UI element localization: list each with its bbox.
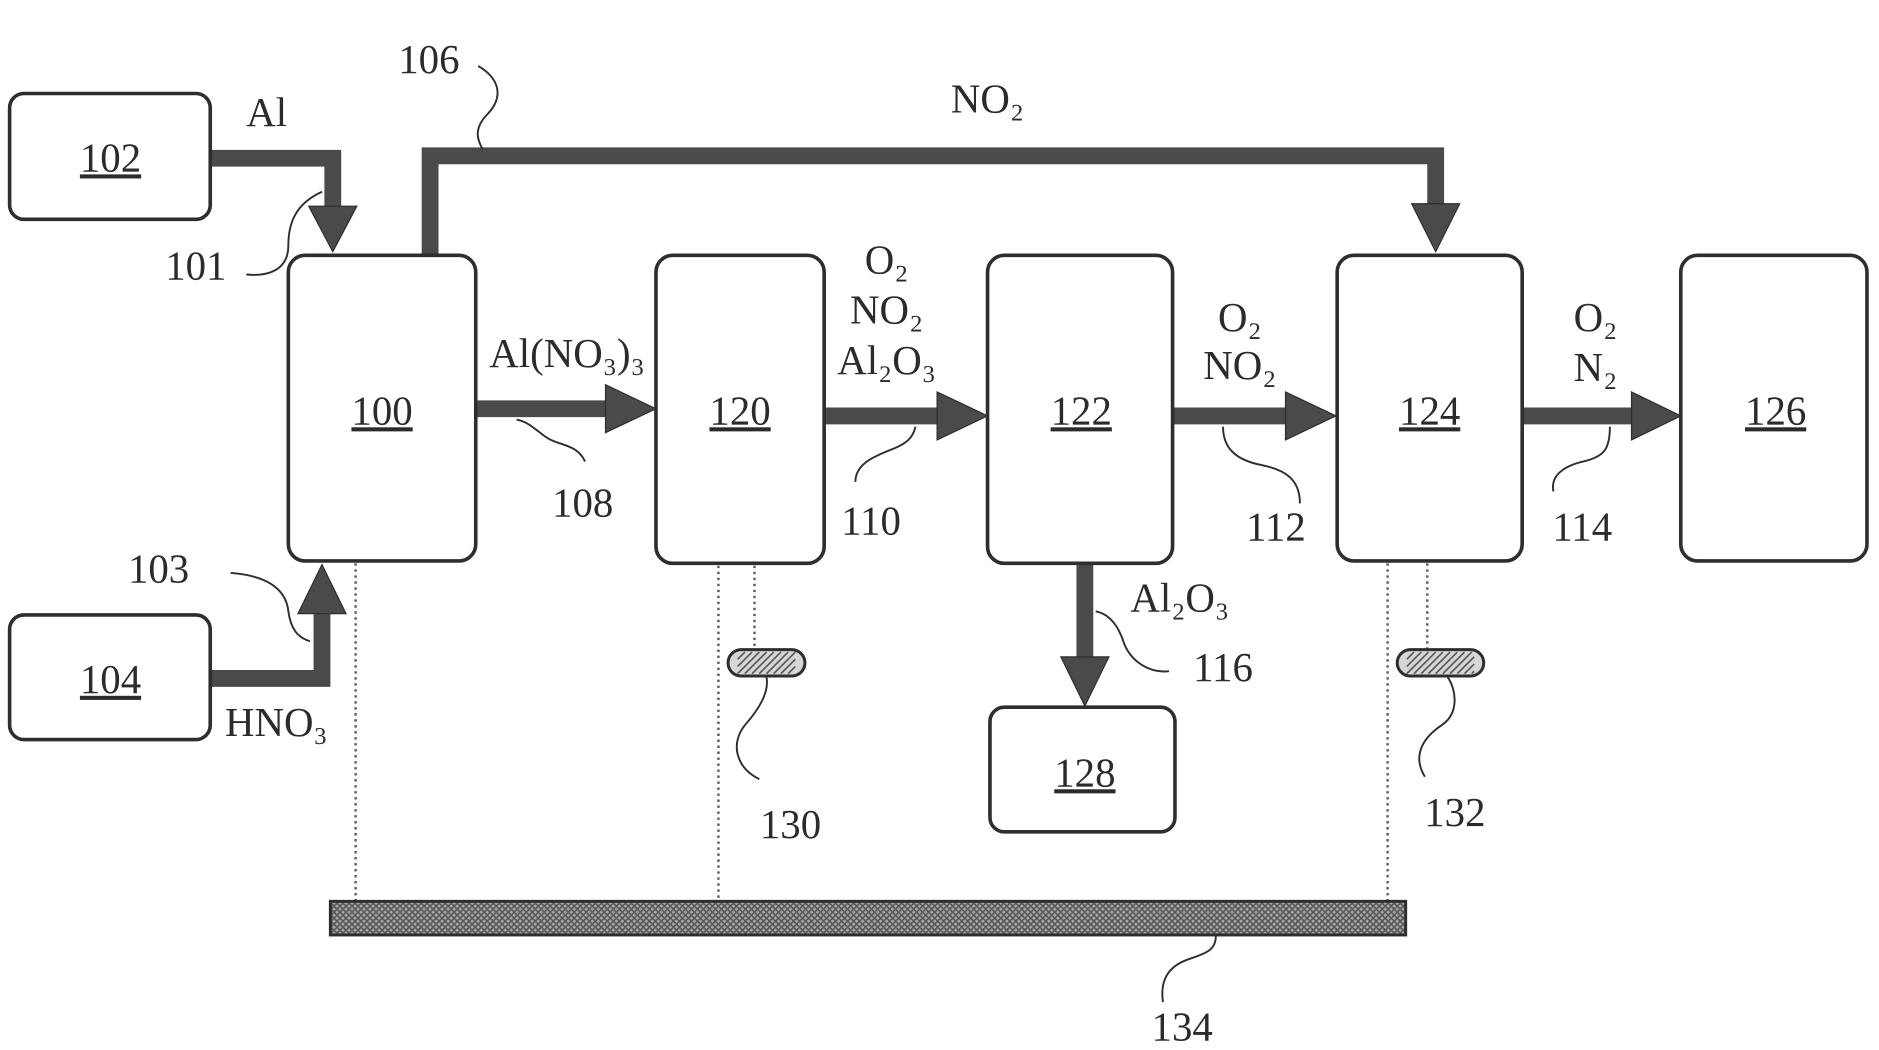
leader-134	[1162, 936, 1216, 1002]
box-124: 124	[1337, 255, 1522, 561]
arrow-shaft	[210, 611, 322, 678]
box-104-label: 104	[80, 657, 141, 702]
box-100: 100	[288, 255, 475, 561]
stream-101-species: Al	[246, 90, 287, 135]
leader-103	[231, 573, 310, 641]
arrow-122-to-124	[1173, 392, 1336, 440]
box-120: 120	[656, 255, 824, 563]
box-104: 104	[10, 615, 211, 740]
box-128: 128	[990, 707, 1175, 832]
component-134-bar	[330, 901, 1405, 935]
box-122: 122	[988, 255, 1173, 563]
arrow-shaft	[430, 156, 1436, 255]
stream-108-species: Al(NO₃)₃	[489, 331, 645, 376]
arrowhead-down	[309, 206, 357, 252]
stream-110-species-3: Al₂O₃	[837, 338, 936, 383]
arrow-122-to-128	[1061, 563, 1109, 706]
box-122-label: 122	[1051, 388, 1112, 433]
arrow-100-to-120	[476, 385, 656, 433]
leader-106	[478, 66, 498, 150]
arrowhead-down	[1061, 657, 1109, 706]
ref-132: 132	[1424, 790, 1485, 835]
ref-130: 130	[760, 802, 821, 847]
ref-116: 116	[1193, 645, 1253, 690]
arrow-120-to-122	[824, 392, 987, 440]
stream-110-species-1: O₂	[865, 237, 909, 282]
ref-106: 106	[398, 37, 459, 82]
box-102: 102	[10, 93, 211, 219]
box-124-label: 124	[1399, 388, 1460, 433]
dotted-connections	[356, 563, 1428, 901]
stream-116-species: Al₂O₃	[1130, 575, 1229, 620]
arrowhead-down	[1412, 204, 1460, 252]
stream-112-species-1: O₂	[1218, 295, 1262, 340]
box-126: 126	[1681, 255, 1867, 561]
box-102-label: 102	[80, 135, 141, 180]
arrow-102-to-100	[210, 158, 357, 251]
ref-110: 110	[841, 499, 901, 544]
leader-132	[1419, 677, 1454, 776]
arrow-104-to-100	[210, 565, 346, 679]
ref-114: 114	[1552, 505, 1612, 550]
arrowhead-up	[298, 565, 346, 614]
arrow-124-to-126	[1522, 392, 1681, 440]
ref-101: 101	[165, 243, 226, 288]
component-132	[1397, 650, 1484, 676]
ref-108: 108	[552, 481, 613, 526]
leader-114	[1553, 427, 1610, 492]
leader-108	[517, 420, 585, 462]
stream-110-species-2: NO₂	[850, 288, 923, 333]
ref-112: 112	[1246, 505, 1306, 550]
component-130	[728, 650, 805, 676]
ref-103: 103	[128, 547, 189, 592]
arrow-100-to-124-bypass	[430, 156, 1460, 255]
box-128-label: 128	[1054, 750, 1115, 795]
box-120-label: 120	[709, 388, 770, 433]
arrowhead-right	[606, 385, 656, 433]
stream-114-species-1: O₂	[1574, 295, 1618, 340]
leader-130	[737, 677, 767, 779]
stream-114-species-2: N₂	[1574, 345, 1618, 390]
box-126-label: 126	[1745, 388, 1806, 433]
stream-112-species-2: NO₂	[1203, 343, 1276, 388]
stream-103-species: HNO₃	[225, 700, 328, 745]
arrow-shaft	[210, 158, 333, 210]
arrowhead-right	[1286, 392, 1336, 440]
ref-134: 134	[1152, 1004, 1213, 1049]
arrowhead-right	[1632, 392, 1681, 440]
leader-110	[855, 427, 915, 482]
arrowhead-right	[937, 392, 987, 440]
stream-106-species: NO₂	[951, 77, 1024, 122]
box-100-label: 100	[351, 388, 412, 433]
